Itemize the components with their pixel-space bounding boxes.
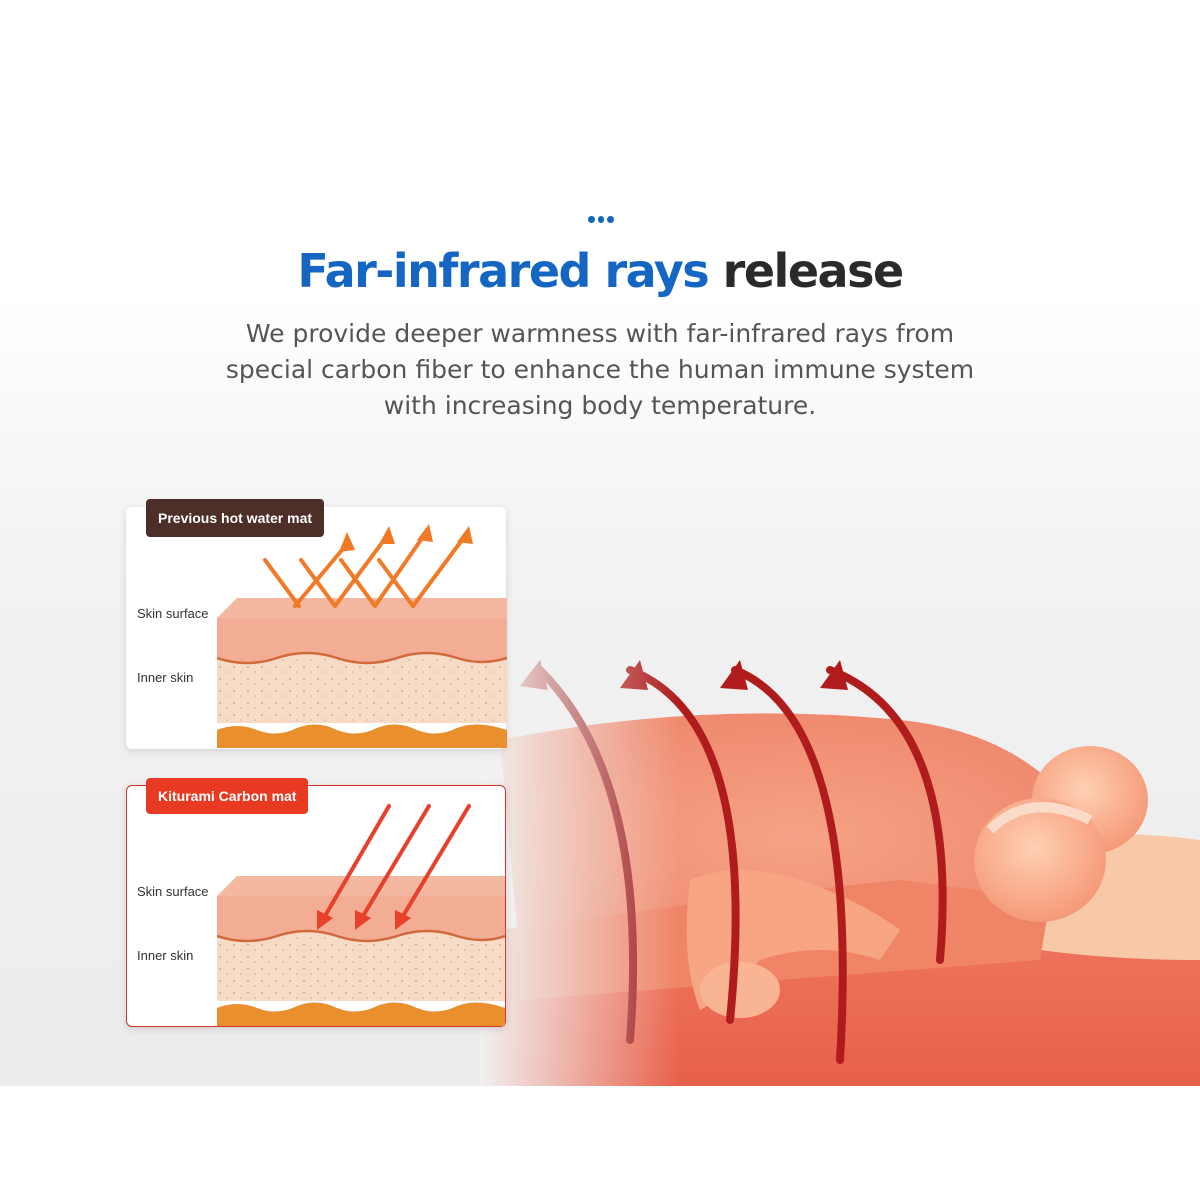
panel-1-skin-surface-label: Skin surface — [137, 606, 209, 621]
description: We provide deeper warmness with far-infr… — [150, 316, 1050, 424]
heat-arc-3 — [731, 666, 847, 1064]
panel-1-tag: Previous hot water mat — [146, 499, 325, 537]
description-line-1: We provide deeper warmness with far-infr… — [245, 319, 955, 348]
ellipsis-icon — [588, 216, 615, 226]
panel-1-skin-diagram — [217, 524, 507, 748]
title-highlight: Far-infrared rays — [297, 244, 709, 298]
heat-arc-4 — [826, 666, 947, 964]
description-line-2: special carbon fiber to enhance the huma… — [225, 355, 975, 384]
panel-2-inner-skin-label: Inner skin — [137, 948, 194, 963]
panel-2-skin-diagram — [217, 804, 505, 1026]
panel-2-tag: Kiturami Carbon mat — [146, 778, 309, 814]
panel-2-skin-surface-label: Skin surface — [137, 884, 209, 899]
page-title: Far-infrared rays release — [0, 244, 1200, 298]
title-rest: release — [722, 244, 904, 298]
panel-1-inner-skin-label: Inner skin — [137, 670, 194, 685]
description-line-3: with increasing body temperature. — [383, 391, 817, 420]
